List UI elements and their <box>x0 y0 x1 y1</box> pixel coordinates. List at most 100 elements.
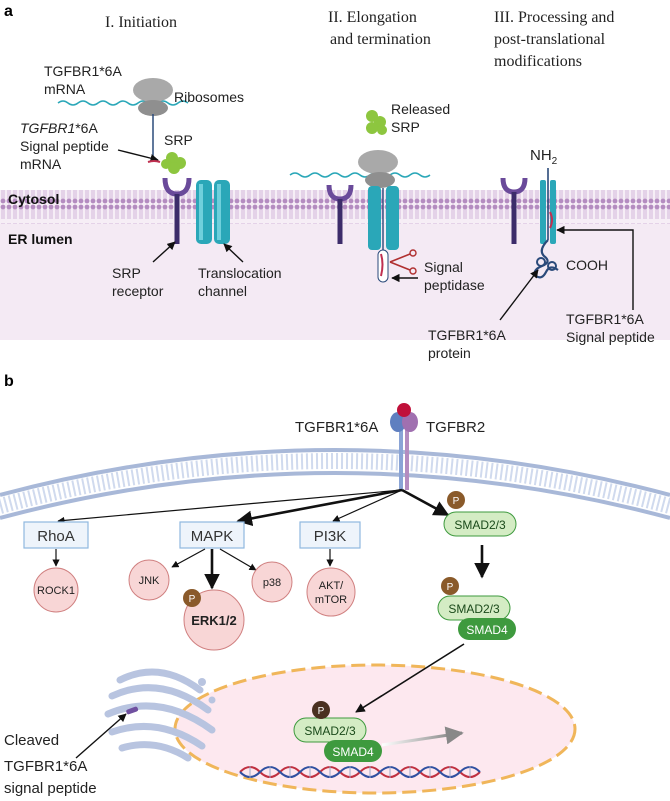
cleaved-peptide-arrow <box>75 713 127 759</box>
akt-label-2: mTOR <box>315 594 347 606</box>
stage-processing-title-3: modifications <box>494 53 582 70</box>
pi3k-label: PI3K <box>314 528 347 545</box>
p38-label: p38 <box>263 577 281 589</box>
transcription-arrow <box>381 726 464 747</box>
erk-node <box>183 589 245 651</box>
panel-a: a I. Initiation II. Elongation and termi… <box>0 3 670 361</box>
translocation-channel-3 <box>533 168 559 279</box>
translocation-channel-2 <box>368 186 399 283</box>
stage-initiation-title: I. Initiation <box>105 14 177 31</box>
smad23-membrane-phospho-label: P <box>453 496 460 507</box>
nucleus <box>173 663 577 795</box>
released-srp-label-2: SRP <box>391 119 420 135</box>
mrna-strand-2 <box>289 172 431 178</box>
srp-receptor-label-1: SRP <box>112 265 141 281</box>
erk-phospho <box>183 589 201 607</box>
srp-receptor-1 <box>162 177 192 244</box>
arrow-to-smad <box>401 488 450 517</box>
protein-label-2: protein <box>428 345 471 361</box>
rock1-node <box>33 567 79 613</box>
mapk-label: MAPK <box>191 528 234 545</box>
nh2-label: NH2 <box>530 147 558 167</box>
rhoa-box <box>23 521 89 549</box>
channel-label-2: channel <box>198 283 247 299</box>
panel-a-letter: a <box>4 3 13 20</box>
cleaved-label-2: TGFBR1*6A <box>4 758 87 775</box>
jnk-node <box>128 559 170 601</box>
arrow-mapk-p38 <box>219 548 257 571</box>
arrow-to-rhoa <box>57 489 403 525</box>
smad23-cytoplasm-phospho-label: P <box>447 582 454 593</box>
scissors-icon <box>389 249 417 275</box>
dna-helix <box>239 766 481 778</box>
stage-processing-title-1: III. Processing and <box>494 9 614 26</box>
cleaved-label-1: Cleaved <box>4 732 59 749</box>
cell-membrane-outer <box>0 448 670 497</box>
channel-arrow <box>223 243 244 263</box>
p38-node <box>251 561 293 603</box>
sp-mrna-arrow <box>117 149 159 163</box>
smad23-cytoplasm-phospho <box>441 577 459 595</box>
cleaved-signal-peptide <box>126 706 139 715</box>
smad23-membrane-label: SMAD2/3 <box>454 518 506 532</box>
receptor-left-label: TGFBR1*6A <box>295 419 378 436</box>
smad4-nucleus <box>324 740 382 762</box>
channel-label-1: Translocation <box>198 265 282 281</box>
jnk-label: JNK <box>139 575 160 587</box>
ribosome-1 <box>133 78 173 116</box>
signal-peptidase-label-2: peptidase <box>424 277 485 293</box>
smad23-membrane <box>443 511 517 537</box>
smad4-nucleus-label: SMAD4 <box>332 745 374 759</box>
stage-elongation-title-1: II. Elongation <box>328 9 417 26</box>
signal-peptidase-label-1: Signal <box>424 259 463 275</box>
mrna-label-1: TGFBR1*6A <box>44 63 122 79</box>
translocation-channel-1 <box>196 180 230 244</box>
arrow-to-nucleus <box>355 643 465 713</box>
sp-mrna-label-1: TGFBR1*6A <box>20 120 98 136</box>
protein-arrow <box>499 269 539 321</box>
arrow-to-pi3k <box>332 489 403 522</box>
erk-phospho-label: P <box>189 594 196 605</box>
pi3k-box <box>299 521 361 549</box>
signal-peptide-label-1: TGFBR1*6A <box>566 311 644 327</box>
stage-processing-title-2: post-translational <box>494 31 606 48</box>
srp-label: SRP <box>164 132 193 148</box>
rhoa-label: RhoA <box>37 528 75 545</box>
erk-label: ERK1/2 <box>191 613 237 628</box>
protein-label-1: TGFBR1*6A <box>428 327 506 343</box>
smad23-nucleus-phospho-label: P <box>318 706 325 717</box>
er-lumen-label: ER lumen <box>8 231 73 247</box>
sp-mrna-label-2: Signal peptide <box>20 138 109 154</box>
er-lumen-area <box>0 222 670 340</box>
smad4-cytoplasm <box>458 618 516 640</box>
released-srp <box>366 110 387 135</box>
tgf-receptor <box>390 403 418 490</box>
ribosome-2 <box>358 150 398 188</box>
smad23-cytoplasm-label: SMAD2/3 <box>448 602 500 616</box>
signal-peptide-label-2: Signal peptide <box>566 329 655 345</box>
golgi-apparatus <box>104 668 216 762</box>
srp-receptor-2 <box>326 184 354 244</box>
cleaved-label-3: signal peptide <box>4 780 97 797</box>
cell-membrane-lipids <box>0 453 670 514</box>
akt-node <box>306 567 356 617</box>
mrna-label-2: mRNA <box>44 81 86 97</box>
arrow-mapk-jnk <box>171 548 206 568</box>
signal-peptide-arrow <box>556 225 634 310</box>
cytosol-label: Cytosol <box>8 191 59 207</box>
signal-peptide-red-1 <box>147 160 161 163</box>
srp-receptor-3 <box>500 177 528 244</box>
smad23-membrane-phospho <box>447 491 465 509</box>
smad4-cytoplasm-label: SMAD4 <box>466 623 508 637</box>
cell-membrane-inner <box>0 471 670 520</box>
mrna-strand-1 <box>57 100 189 106</box>
released-srp-label-1: Released <box>391 101 450 117</box>
arrow-to-mapk <box>236 488 403 527</box>
rock1-label: ROCK1 <box>37 585 75 597</box>
receptor-right-label: TGFBR2 <box>426 419 485 436</box>
panel-b-letter: b <box>4 373 14 390</box>
ribosomes-label: Ribosomes <box>174 89 244 105</box>
cooh-label: COOH <box>566 257 608 273</box>
smad23-nucleus-phospho <box>312 701 330 719</box>
akt-label-1: AKT/ <box>319 580 344 592</box>
